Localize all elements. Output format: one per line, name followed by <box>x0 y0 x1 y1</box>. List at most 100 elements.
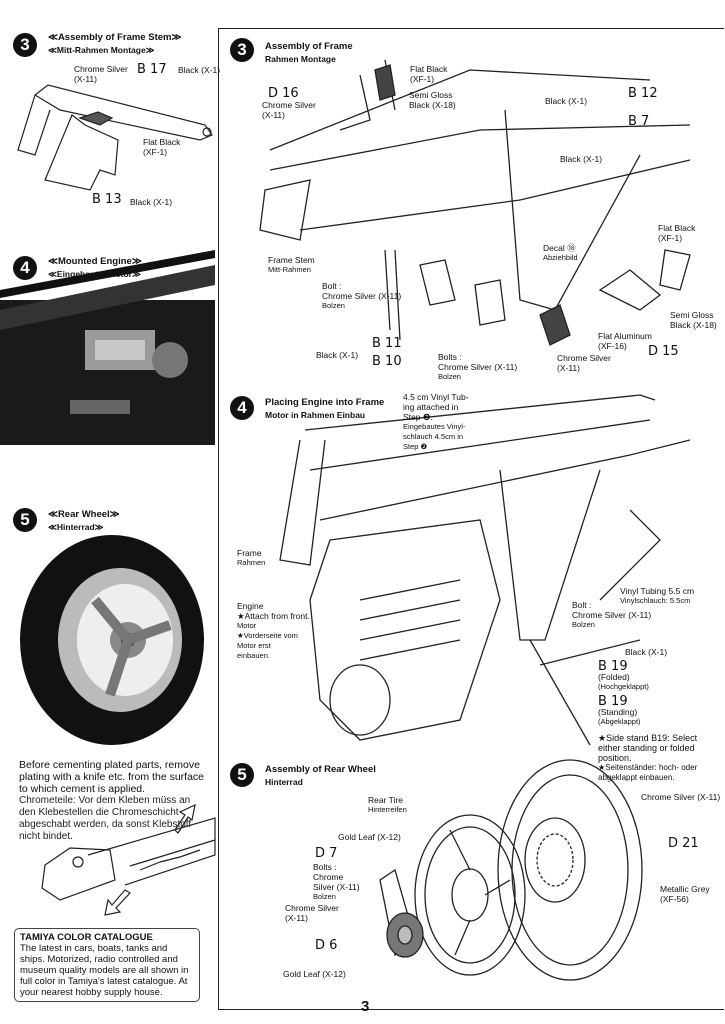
label: (X-11) <box>557 363 580 373</box>
catalogue-box: TAMIYA COLOR CATALOGUE The latest in car… <box>14 928 200 1002</box>
label: Black (X-18) <box>409 100 456 110</box>
title-en: Assembly of Rear Wheel <box>265 764 376 775</box>
paint-chrome-silver: Chrome Silver(X-11) <box>557 353 611 373</box>
paint-gold-leaf: Gold Leaf (X-12) <box>338 832 401 842</box>
vinyl-tubing-note: 4.5 cm Vinyl Tub- ing attached in Step ❷… <box>403 392 469 452</box>
paint-black: Black (X-1) <box>316 350 359 360</box>
paint-black: Black (X-1) <box>625 647 668 657</box>
label: Chrome Silver <box>74 64 128 74</box>
step-3-number: 3 <box>13 33 37 57</box>
paint-chrome-silver: Chrome Silver(X-11) <box>262 100 316 120</box>
label: (XF-16) <box>598 341 627 351</box>
title-en: ≪Rear Wheel≫ <box>48 509 120 520</box>
label: Rear Tire <box>368 795 403 805</box>
label: Vinylschlauch: 5.5cm <box>620 596 691 605</box>
label: (X-11) <box>285 913 308 923</box>
title-de: Hinterrad <box>265 777 303 787</box>
paint-flat-aluminum: Flat Aluminum(XF-16) <box>598 331 652 351</box>
part-b12: B 12 <box>628 86 658 101</box>
paint-black: Black (X-1) <box>130 197 173 207</box>
label: Chrome <box>313 872 344 882</box>
label: ing attached in <box>403 402 459 412</box>
label: (X-11) <box>262 110 285 120</box>
part-d7: D 7 <box>315 846 338 861</box>
label: Flat Aluminum <box>598 331 652 341</box>
engine-label: Engine ★Attach from front. Motor ★Vorder… <box>237 601 310 661</box>
label: (XF-56) <box>660 894 689 904</box>
step-3-title: Assembly of Frame Rahmen Montage <box>265 41 353 65</box>
label: Flat Black <box>410 64 448 74</box>
paint-black: Black (X-1) <box>178 65 221 75</box>
step-4-number: 4 <box>230 396 254 420</box>
label: schlauch 4.5cm in <box>403 432 464 441</box>
part-b19-standing: B 19(Standing)(Abgeklappt) <box>598 694 641 727</box>
label: Bolts : <box>313 862 337 872</box>
label: Black (X-18) <box>670 320 717 330</box>
label: Rahmen <box>237 558 266 567</box>
label: B 19 <box>598 694 628 709</box>
label: (XF-1) <box>658 233 683 243</box>
plating-note: Before cementing plated parts, remove pl… <box>19 759 207 843</box>
step-4-title: ≪Mounted Engine≫ ≪Eingebauter Motor≫ <box>48 256 142 280</box>
side-stand-en: ★Side stand B19: Select either standing … <box>598 733 698 763</box>
label: Chrome Silver (X-11) <box>322 291 402 301</box>
part-d15: D 15 <box>648 344 679 359</box>
plating-note-en: Before cementing plated parts, remove pl… <box>19 759 205 795</box>
label: Mitt-Rahmen <box>268 265 311 274</box>
step-3-number: 3 <box>230 38 254 62</box>
label: Metallic Grey <box>660 884 710 894</box>
paint-chrome-silver: Chrome Silver (X-11) <box>641 792 721 802</box>
part-b13: B 13 <box>92 192 122 207</box>
label: Flat Black <box>143 137 181 147</box>
label: Bolt : <box>572 600 592 610</box>
step-5-title: Assembly of Rear Wheel Hinterrad <box>265 764 376 788</box>
label: Frame <box>237 548 262 558</box>
step-4-title: Placing Engine into Frame Motor in Rahme… <box>265 397 384 421</box>
label: (Abgeklappt) <box>598 717 641 726</box>
step-5-number: 5 <box>230 763 254 787</box>
side-stand-note: ★Side stand B19: Select either standing … <box>598 733 720 783</box>
label: Decal ⑱ <box>543 243 576 253</box>
catalogue-body: The latest in cars, boats, tanks and shi… <box>20 943 189 998</box>
step-3-title: ≪Assembly of Frame Stem≫ ≪Mitt-Rahmen Mo… <box>48 32 181 56</box>
label: Chrome Silver (X-11) <box>572 610 652 620</box>
bolts-label: Bolts :Chrome Silver (X-11)Bolzen <box>438 352 517 382</box>
title-en: Assembly of Frame <box>265 41 353 52</box>
label: Semi Gloss <box>409 90 453 100</box>
label: Chrome Silver <box>262 100 316 110</box>
label: Flat Black <box>658 223 696 233</box>
title-en: ≪Mounted Engine≫ <box>48 256 142 267</box>
step-5-number: 5 <box>13 508 37 532</box>
paint-flat-black: Flat Black(XF-1) <box>143 137 180 157</box>
label: (XF-1) <box>143 147 168 157</box>
label: Bolzen <box>322 301 345 310</box>
right-panel-border <box>218 28 724 1010</box>
bolts-label: Bolts : Chrome Silver (X-11) Bolzen <box>313 862 360 902</box>
step-5-title: ≪Rear Wheel≫ ≪Hinterrad≫ <box>48 509 120 533</box>
paint-black: Black (X-1) <box>560 154 603 164</box>
paint-chrome-silver: Chrome Silver(X-11) <box>285 903 339 923</box>
part-b19-folded: B 19(Folded)(Hochgeklappt) <box>598 660 649 692</box>
frame-assembly-drawing <box>259 59 691 346</box>
label: Semi Gloss <box>670 310 714 320</box>
label: Motor erst <box>237 641 271 650</box>
rear-wheel-drawing <box>379 759 643 981</box>
label: Silver (X-11) <box>313 882 360 892</box>
label: einbauen. <box>237 651 270 660</box>
part-b7: B 7 <box>628 114 650 129</box>
title-de: Rahmen Montage <box>265 54 336 64</box>
label: Motor <box>237 621 257 630</box>
label: (Folded) <box>598 672 630 682</box>
bolt-label: Bolt :Chrome Silver (X-11)Bolzen <box>322 281 401 311</box>
label: Chrome Silver <box>557 353 611 363</box>
title-en: Placing Engine into Frame <box>265 397 385 408</box>
paint-flat-black: Flat Black(XF-1) <box>410 64 447 84</box>
